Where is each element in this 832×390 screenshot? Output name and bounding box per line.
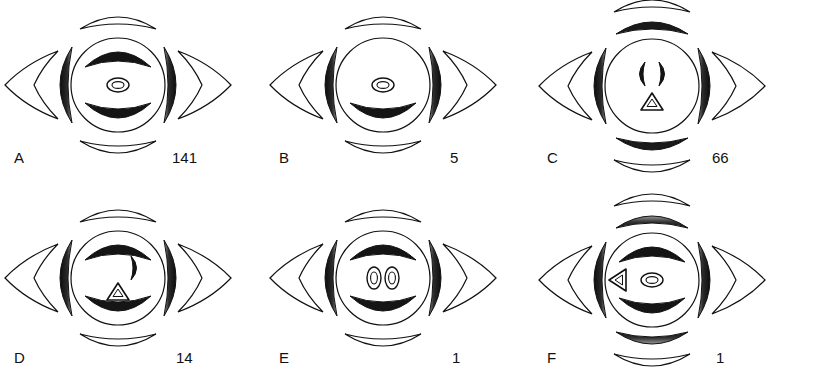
panel-letter: F [547,350,556,365]
panel-letter: B [279,150,289,165]
panel-letter: D [14,350,25,365]
floral-diagram-e [270,210,496,346]
floral-diagram-d [5,210,231,346]
panel-letter: A [14,150,24,165]
count-number: 14 [176,350,193,365]
floral-diagram-a [5,17,231,153]
count-number: 5 [450,150,458,165]
panel-letter: C [547,150,558,165]
count-number: 141 [172,150,197,165]
count-number: 1 [716,350,724,365]
floral-diagram-f [539,194,765,366]
count-number: 66 [712,150,729,165]
count-number: 1 [452,350,460,365]
floral-diagram-b [270,17,496,153]
floral-diagram-c [539,0,765,172]
panel-letter: E [279,350,289,365]
